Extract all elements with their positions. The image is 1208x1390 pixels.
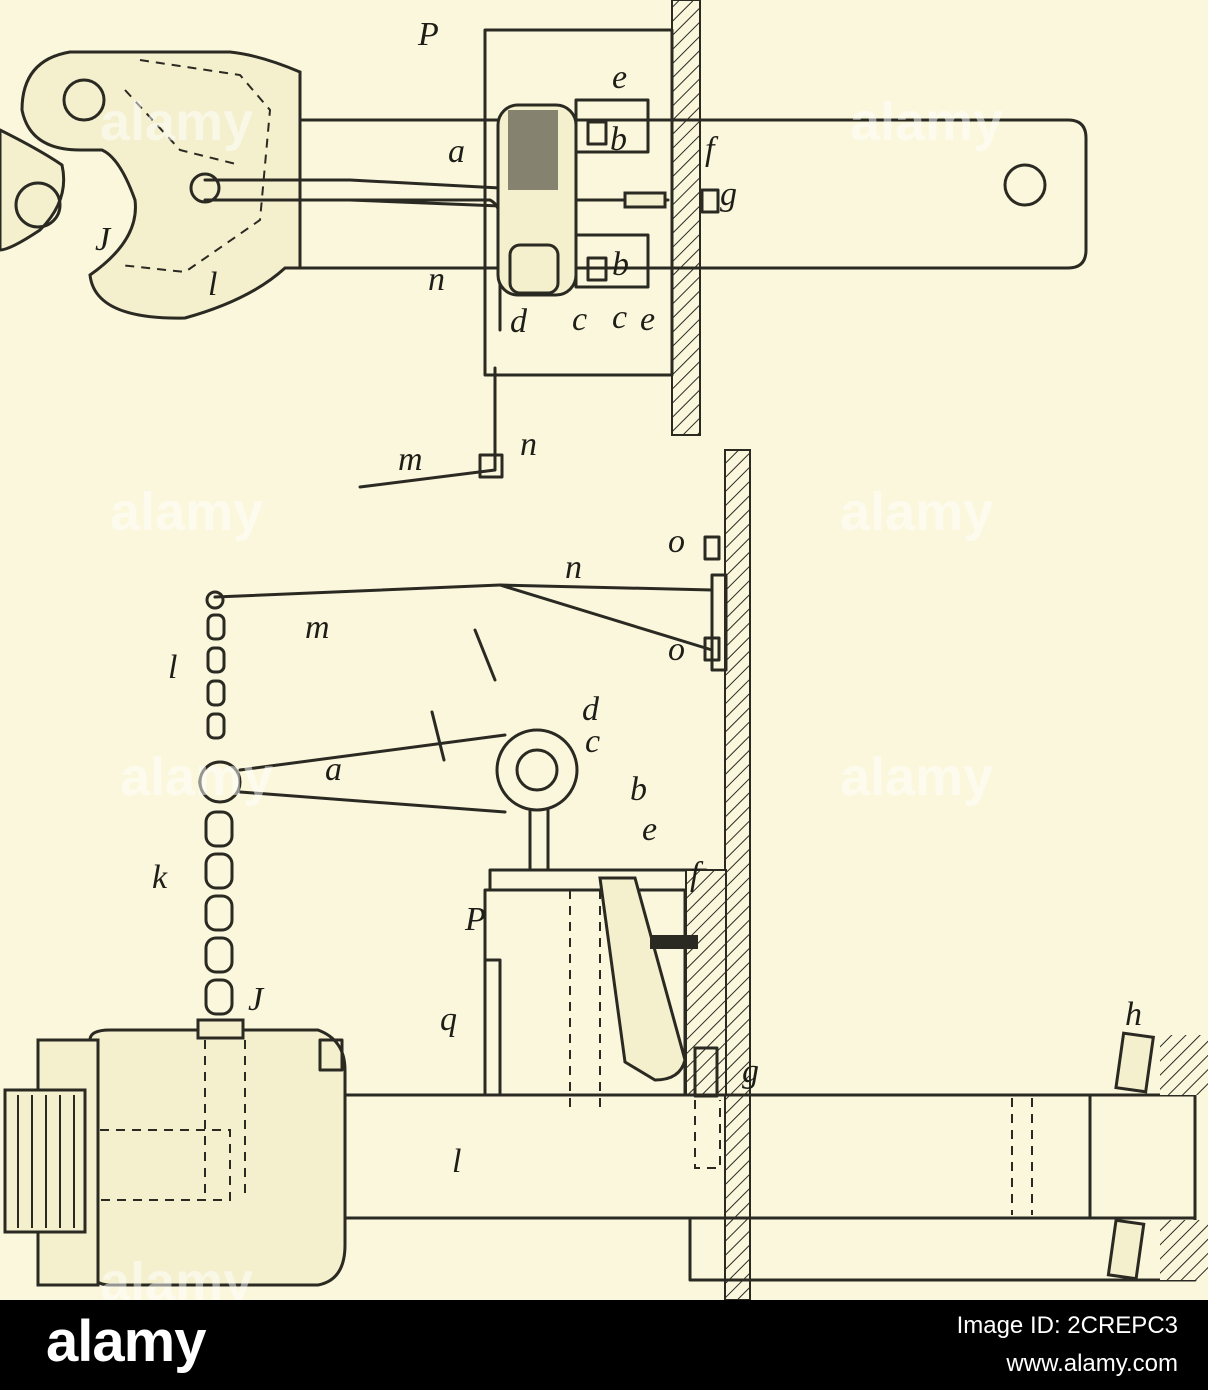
bottom-arm-a (238, 733, 507, 814)
watermark-text: alamy (840, 747, 993, 807)
label-top-e2: e (640, 301, 655, 338)
chain-lower (204, 810, 234, 1016)
label-bottom-b: b (630, 771, 647, 808)
label-bottom-o2: o (668, 631, 685, 668)
label-bottom-j: J (248, 981, 265, 1018)
patent-drawing: P e b a f g J l n d c c b e n m o n m o … (0, 0, 1208, 1300)
label-top-p: P (417, 16, 439, 53)
label-bottom-g: g (742, 1053, 759, 1090)
label-top-j: J (95, 221, 112, 258)
label-top-m: m (398, 441, 423, 478)
top-lever-m (358, 366, 497, 489)
label-top-n2: n (520, 426, 537, 463)
label-bottom-l: l (168, 649, 177, 686)
bottom-wall (724, 449, 751, 1300)
label-top-n: n (428, 261, 445, 298)
label-bottom-c: c (585, 723, 600, 760)
label-bottom-o: o (668, 523, 685, 560)
watermark-text: alamy (840, 482, 993, 542)
label-bottom-q: q (440, 1001, 457, 1038)
label-top-l: l (208, 266, 217, 303)
watermark-text: alamy (110, 482, 263, 542)
bottom-coupler-head (88, 1028, 347, 1287)
bottom-figure (3, 449, 1208, 1300)
top-drawbar (298, 118, 1088, 270)
bottom-lever-m (213, 583, 502, 599)
label-bottom-l2: l (452, 1143, 461, 1180)
label-bottom-d: d (582, 691, 600, 728)
label-top-c: c (572, 301, 587, 338)
footer-bar: alamy Image ID: 2CREPC3 www.alamy.com (0, 1300, 1208, 1390)
label-bottom-p: P (464, 901, 486, 938)
footer-logo[interactable]: alamy (46, 1309, 206, 1374)
label-top-a: a (448, 133, 465, 170)
label-bottom-h: h (1125, 996, 1142, 1033)
label-bottom-m: m (305, 609, 330, 646)
footer-image-id: Image ID: 2CREPC3 (956, 1312, 1178, 1339)
watermark-text: alamy (100, 92, 253, 152)
label-bottom-e: e (642, 811, 657, 848)
label-top-b2: b (612, 246, 629, 283)
top-drawbar-hole (1003, 163, 1047, 207)
label-top-c2: c (612, 299, 627, 336)
watermark-text: alamy (120, 747, 273, 807)
bottom-drawbar (343, 1093, 1197, 1220)
label-bottom-a: a (325, 751, 342, 788)
watermarks: alamy alamy alamy alamy alamy alamy alam… (100, 92, 1003, 1300)
label-bottom-n: n (565, 549, 582, 586)
top-plate-p (483, 28, 674, 377)
label-top-d: d (510, 303, 528, 340)
label-bottom-k: k (152, 859, 168, 896)
letter-labels: P e b a f g J l n d c c b e n m o n m o … (95, 16, 1142, 1180)
label-top-e: e (612, 59, 627, 96)
top-wall (671, 0, 701, 436)
label-top-g: g (720, 176, 737, 213)
watermark-text: alamy (100, 1252, 253, 1300)
label-top-f: f (705, 131, 719, 168)
top-crank (348, 198, 502, 332)
label-top-b: b (610, 121, 627, 158)
footer-url[interactable]: www.alamy.com (1006, 1350, 1178, 1377)
watermark-text: alamy (850, 92, 1003, 152)
chain-upper (206, 613, 226, 740)
top-figure (0, 0, 1088, 489)
